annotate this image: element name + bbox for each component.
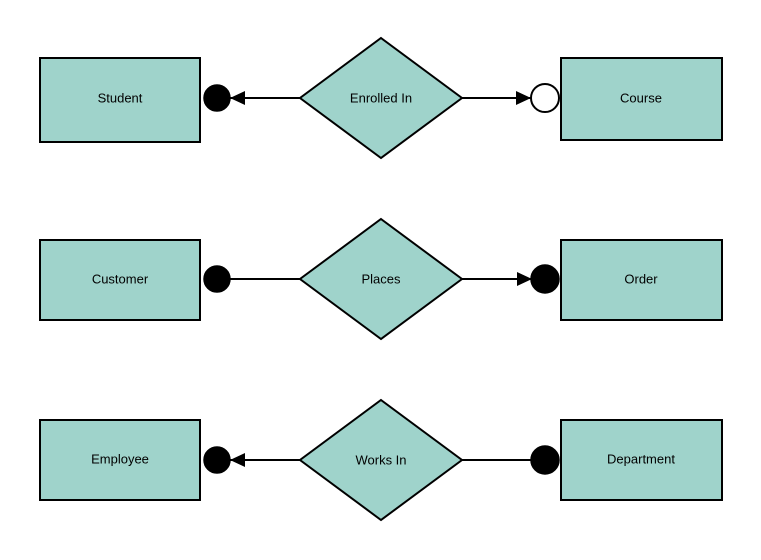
entity-label-customer: Customer — [92, 271, 149, 286]
relationship-label-enrolled-in: Enrolled In — [350, 90, 412, 105]
arrowhead-right-order — [517, 272, 532, 286]
entity-box-course[interactable] — [560, 57, 723, 141]
cardinality-dot-order[interactable] — [530, 264, 560, 294]
arrowhead-right-course — [516, 91, 531, 105]
entity-label-course: Course — [620, 90, 662, 105]
cardinality-dot-student[interactable] — [203, 84, 231, 112]
arrowhead-left-employee — [230, 453, 245, 467]
entity-box-customer[interactable] — [39, 239, 201, 321]
entity-box-student[interactable] — [39, 57, 201, 143]
relationship-diamond-places[interactable] — [298, 217, 464, 341]
cardinality-dot-course[interactable] — [530, 83, 560, 113]
er-row-2: Customer Places Order — [39, 217, 723, 341]
entity-label-department: Department — [607, 451, 675, 466]
relationship-label-works-in: Works In — [355, 452, 406, 467]
entity-label-order: Order — [624, 271, 658, 286]
cardinality-dot-department[interactable] — [530, 445, 560, 475]
entity-box-employee[interactable] — [39, 419, 201, 501]
entity-box-department[interactable] — [560, 419, 723, 501]
relationship-label-places: Places — [361, 271, 401, 286]
entity-label-student: Student — [98, 90, 143, 105]
relationship-diamond-works-in[interactable] — [298, 398, 464, 522]
er-row-1: Student Enrolled In Course — [39, 36, 723, 160]
cardinality-dot-customer[interactable] — [203, 265, 231, 293]
entity-label-employee: Employee — [91, 451, 149, 466]
er-row-3: Employee Works In Department — [39, 398, 723, 522]
relationship-diamond-enrolled-in[interactable] — [298, 36, 464, 160]
cardinality-dot-employee[interactable] — [203, 446, 231, 474]
entity-box-order[interactable] — [560, 239, 723, 321]
arrowhead-left-student — [230, 91, 245, 105]
